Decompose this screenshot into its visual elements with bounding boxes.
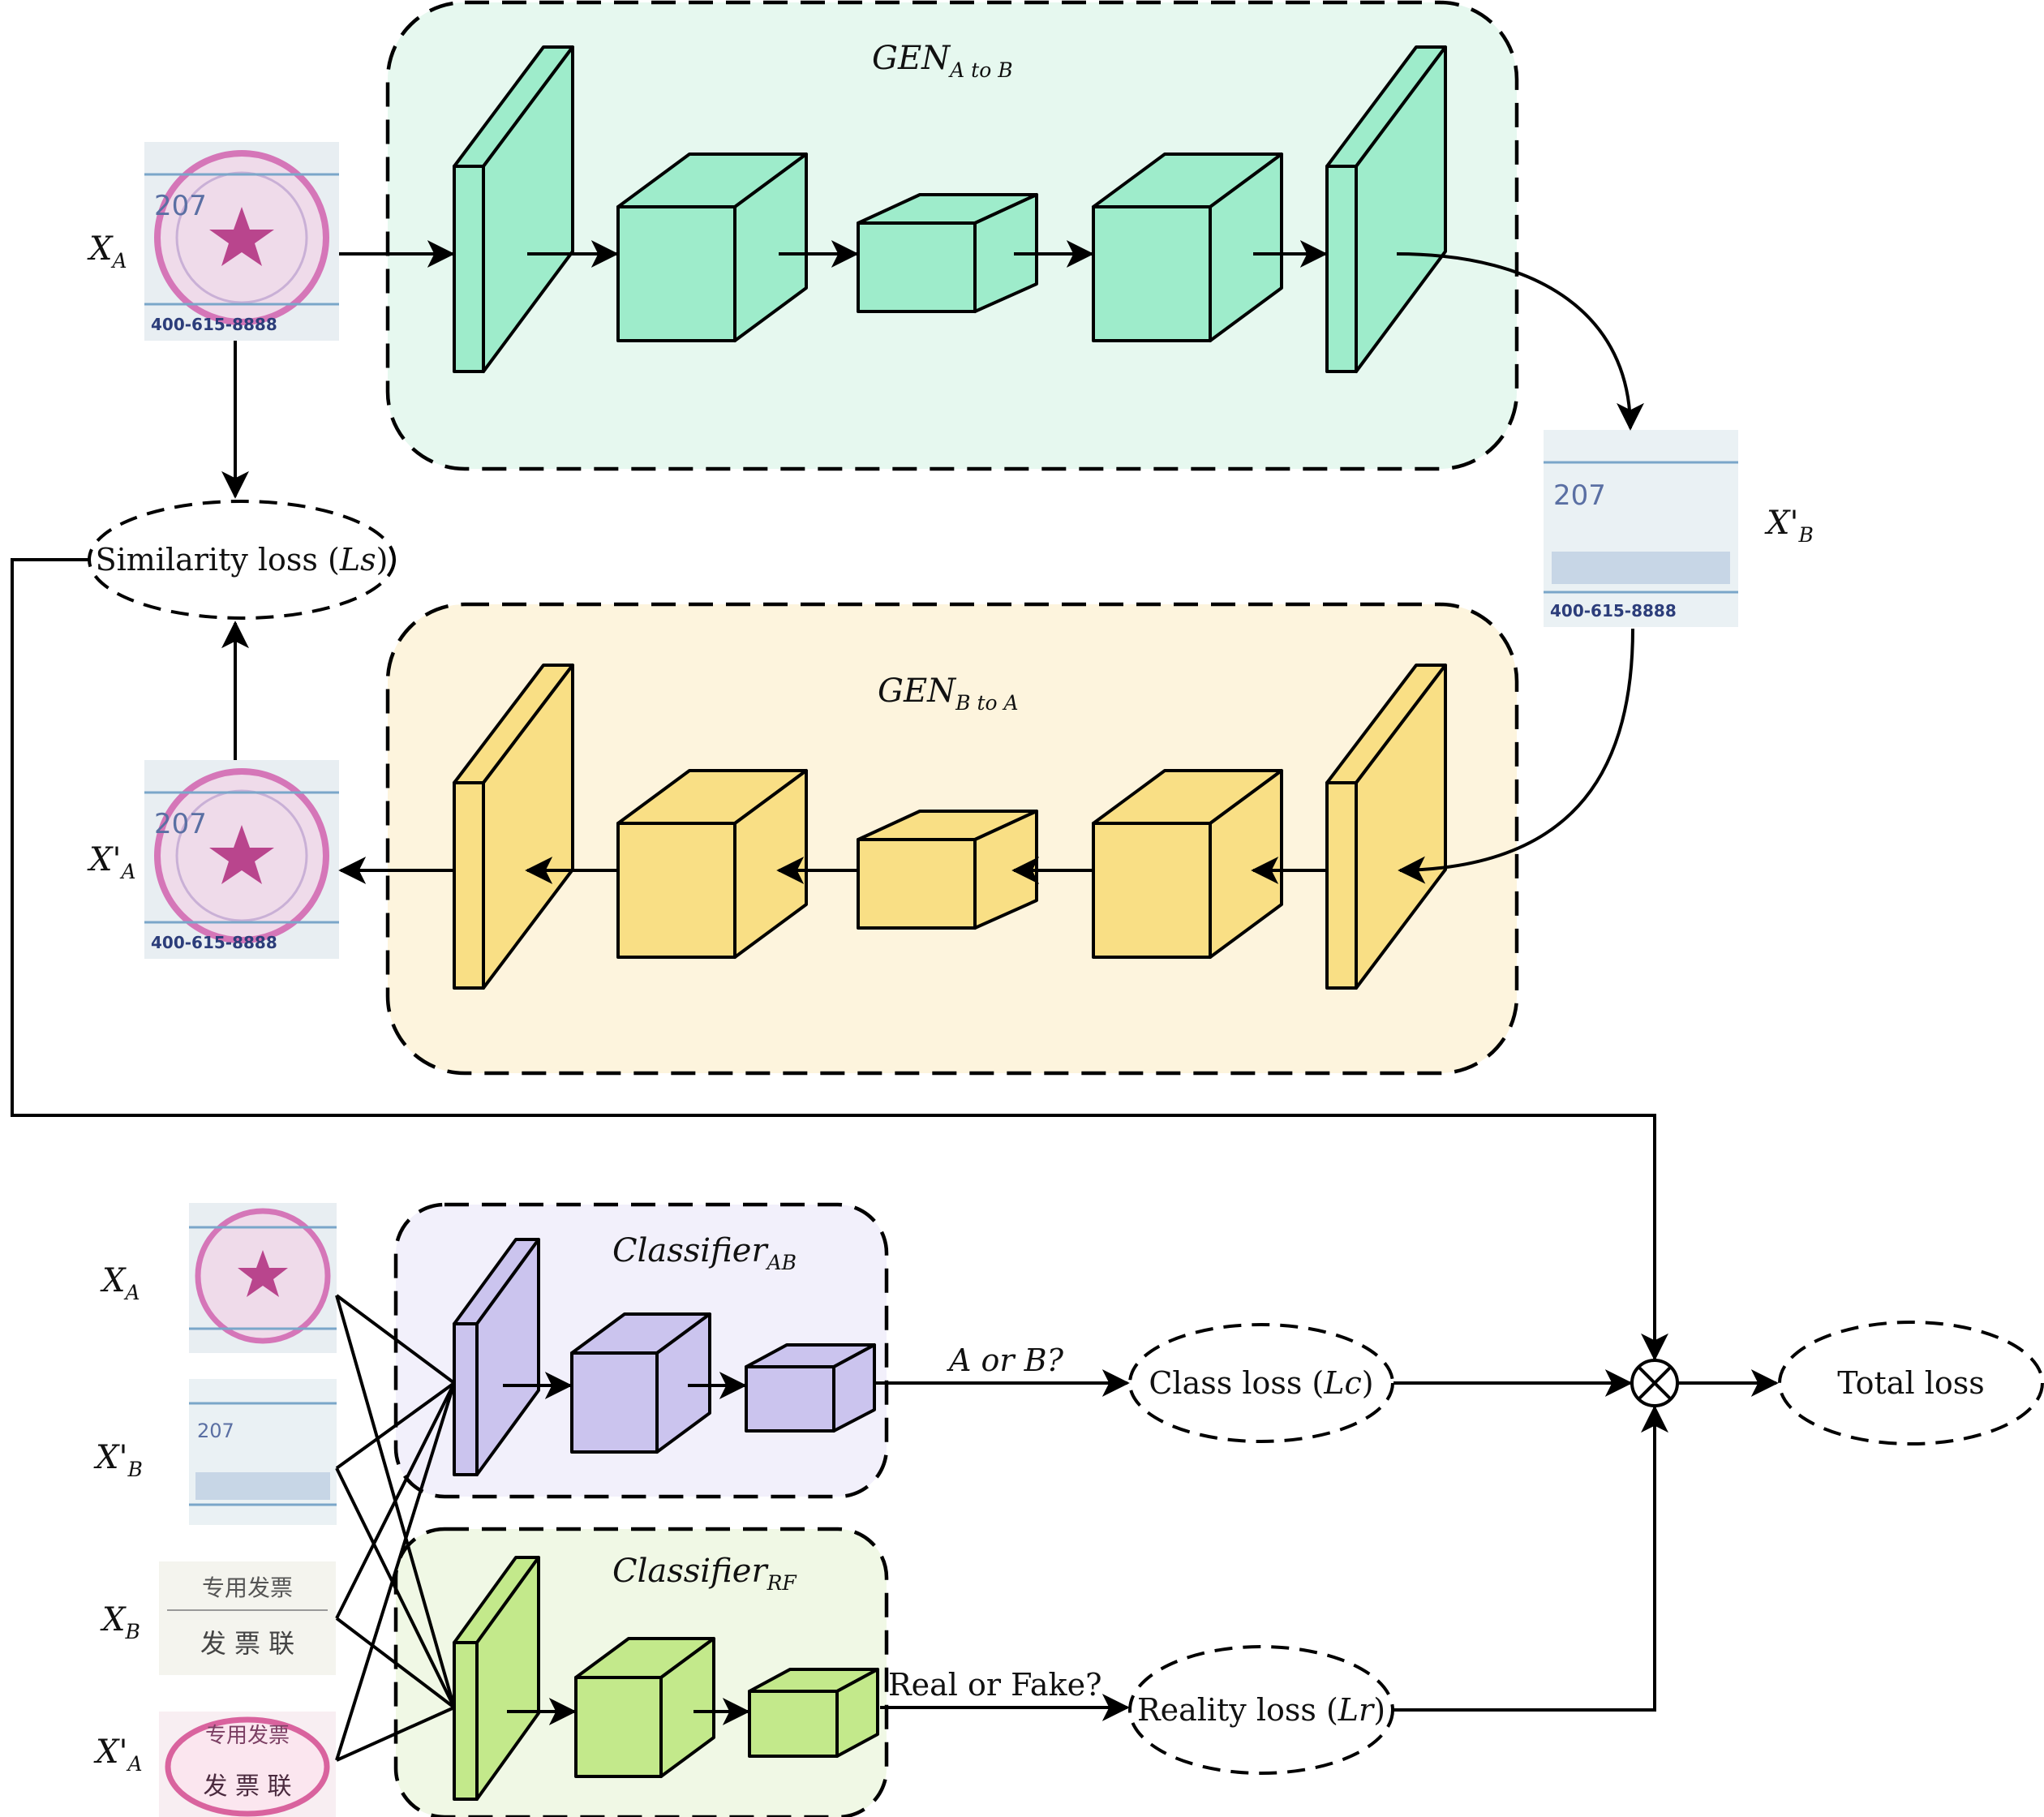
svg-text:XA: XA [87,230,127,273]
top-connectors [11,240,1668,1361]
svg-text:400-615-8888: 400-615-8888 [1550,601,1677,621]
classifier-rf-title: ClassifierRF [612,1553,797,1595]
generator-a-to-b: GENA to B [385,0,1519,471]
receipt-image-xa-prime: 专用发票 发 票 联 [159,1712,336,1817]
svg-text:X'B: X'B [93,1439,143,1481]
label-xb-prime-bottom: X'B [93,1439,143,1481]
label-xa-top: XA [87,230,127,273]
label-xb-prime-right: X'B [1764,505,1814,547]
svg-text:X'A: X'A [87,841,136,883]
generator-b-to-a-layers [453,664,1447,990]
generator-a-to-b-layers [453,45,1447,373]
svg-text:发 票 联: 发 票 联 [203,1772,291,1801]
generator-b-to-a: GENB to A [385,602,1519,1076]
svg-text:X'B: X'B [1764,505,1814,547]
stamp-image-xa-bottom [189,1203,337,1353]
svg-text:207: 207 [1553,479,1606,512]
stamp-image-xa-prime-mid: 207 400-615-8888 [144,760,339,959]
classifier-ab-layers [453,1238,876,1476]
classifier-input-fan-lines [335,1294,456,1762]
svg-text:400-615-8888: 400-615-8888 [151,933,277,952]
label-xa-prime-mid: X'A [87,841,136,883]
similarity-loss-node: Similarity loss (Ls) [88,500,396,620]
stamp-image-xa-top: 207 400-615-8888 [144,142,339,341]
svg-text:发 票 联: 发 票 联 [200,1628,294,1659]
stamp-image-xb-prime-bottom: 207 [189,1379,337,1525]
label-xa-bottom: XA [100,1262,140,1304]
svg-text:Total loss: Total loss [1837,1365,1984,1401]
classifier-rf-layers [453,1556,879,1801]
label-xb-bottom: XB [100,1601,140,1643]
svg-text:专用发票: 专用发票 [205,1724,290,1748]
svg-text:207: 207 [154,190,207,222]
svg-text:Reality loss (Lr): Reality loss (Lr) [1137,1692,1385,1728]
class-loss-node: Class loss (Lc) [1128,1323,1394,1443]
classifier-rf: ClassifierRF [393,1527,889,1817]
svg-text:207: 207 [154,808,207,840]
classifier-rf-question: Real or Fake? [888,1667,1101,1703]
reality-loss-node: Reality loss (Lr) [1128,1645,1394,1775]
svg-text:XB: XB [100,1601,140,1643]
bottom-connectors: A or B? Real or Fake? [876,1342,1779,1721]
multiply-operator-icon [1630,1359,1679,1407]
svg-text:400-615-8888: 400-615-8888 [151,315,277,334]
svg-text:XA: XA [100,1262,140,1304]
svg-text:Similarity loss (Ls): Similarity loss (Ls) [96,542,389,578]
generator-b-to-a-title: GENB to A [878,672,1019,715]
receipt-image-xb: 专用发票 发 票 联 [159,1561,336,1675]
classifier-ab-title: ClassifierAB [612,1232,797,1274]
svg-text:专用发票: 专用发票 [202,1574,293,1601]
classifier-ab-question: A or B? [947,1342,1064,1378]
svg-text:X'A: X'A [93,1733,143,1776]
label-xa-prime-bottom: X'A [93,1733,143,1776]
svg-text:207: 207 [197,1420,234,1442]
stamp-image-xb-prime-right: 207 400-615-8888 [1544,430,1738,627]
classifier-ab: ClassifierAB [393,1202,889,1499]
generator-a-to-b-title: GENA to B [872,40,1013,82]
total-loss-node: Total loss [1778,1321,2044,1445]
svg-text:Class loss (Lc): Class loss (Lc) [1149,1365,1373,1401]
